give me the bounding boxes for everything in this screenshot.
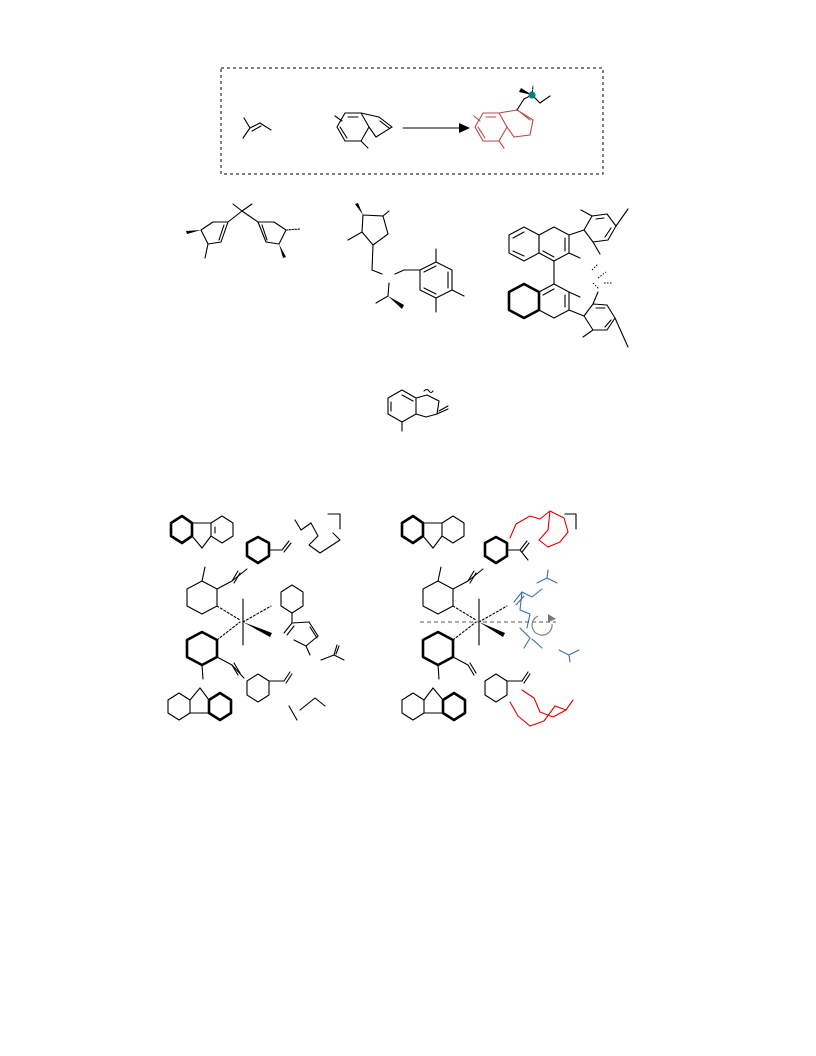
product [473, 85, 551, 149]
phosphate-core [591, 263, 612, 290]
reaction-arrow [402, 123, 470, 133]
reaction-scheme [220, 67, 604, 175]
substrate-fragment [387, 388, 449, 432]
substrate-right [513, 569, 580, 663]
phosphorus-center-left [185, 566, 272, 680]
dibenzofuran-top-right [400, 514, 465, 549]
complex-model-right [400, 510, 580, 727]
ligand-bisoxazoline [186, 203, 301, 259]
ester-aryl-bottom-left [246, 671, 326, 721]
rotation-arrow-icon [531, 614, 556, 636]
stereocenter-marker-icon [528, 91, 536, 99]
ligand-oxazoline-mesityl [347, 203, 465, 313]
sidearm-top-right [509, 510, 569, 548]
phosphorus-center-right [420, 566, 556, 680]
dibenzofuran-bottom-right [401, 687, 467, 722]
ester-aryl-bottom-right [484, 671, 531, 703]
sidearm-bottom-right [509, 689, 574, 727]
ester-aryl-top-left [245, 513, 341, 565]
alkene-reactant [242, 117, 272, 139]
dibenzofuran-bottom-left [167, 687, 233, 722]
ester-aryl-top-right [483, 513, 577, 565]
dibenzofuran-top-left [169, 514, 234, 549]
substrate-left [280, 584, 345, 661]
scheme-dashed-border [220, 67, 604, 175]
complex-model-left [167, 513, 345, 722]
ligand-binaphthyl [507, 208, 629, 348]
heteroarene-reactant [334, 112, 393, 149]
